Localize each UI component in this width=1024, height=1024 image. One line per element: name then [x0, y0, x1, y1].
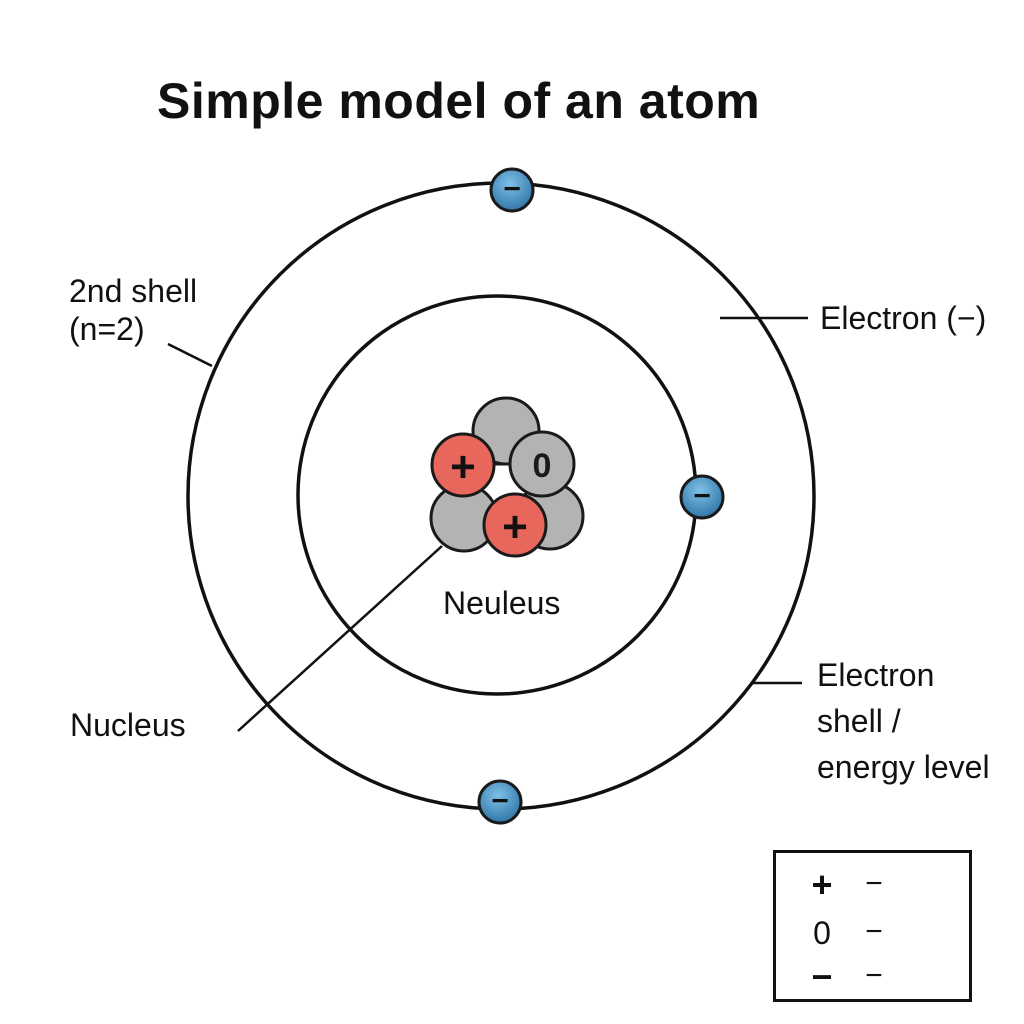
proton-bottom: [482, 492, 548, 558]
electron-symbol: −: [693, 480, 711, 513]
legend-desc-proton: −: [865, 867, 883, 900]
shell-label-line1: 2nd shell: [69, 273, 198, 309]
electron-right: −: [679, 474, 725, 520]
proton-left: [430, 432, 496, 498]
neutron-symbol: 0: [533, 447, 552, 485]
diagram-title: Simple model of an atom: [157, 73, 761, 129]
neutron-labeled: [508, 430, 576, 498]
energy-level-label-line1: Electron: [817, 657, 935, 693]
energy-level-label: Electron shell / energy level: [817, 652, 990, 790]
legend-symbol-proton: +: [811, 864, 833, 905]
legend-symbol-electron: −: [811, 956, 833, 997]
legend-desc-electron: −: [865, 959, 883, 992]
electron-bottom: −: [477, 779, 523, 825]
proton-symbol-left: +: [450, 443, 476, 492]
electron-top: −: [489, 167, 535, 213]
nucleus-cluster: 0 + +: [429, 396, 585, 558]
inner-shell-orbit: [296, 294, 698, 696]
energy-level-label-line2: shell /: [817, 703, 901, 739]
nucleus-label: Nucleus: [70, 707, 186, 743]
nucleus-leader-line: [237, 545, 443, 732]
neuleus-label: Neuleus: [443, 585, 561, 621]
legend-box: + − 0 − − −: [773, 850, 972, 1002]
legend-desc-neutron: −: [865, 915, 883, 948]
electron-symbol: −: [491, 785, 509, 818]
energy-level-label-line3: energy level: [817, 749, 990, 785]
shell-leader-line: [167, 342, 213, 368]
electron-label: Electron (−): [820, 300, 987, 336]
proton-symbol-bottom: +: [502, 503, 528, 552]
electron-symbol: −: [503, 173, 521, 206]
legend-symbol-neutron: 0: [813, 915, 831, 951]
shell-label: 2nd shell (n=2): [69, 272, 197, 348]
shell-label-line2: (n=2): [69, 311, 145, 347]
